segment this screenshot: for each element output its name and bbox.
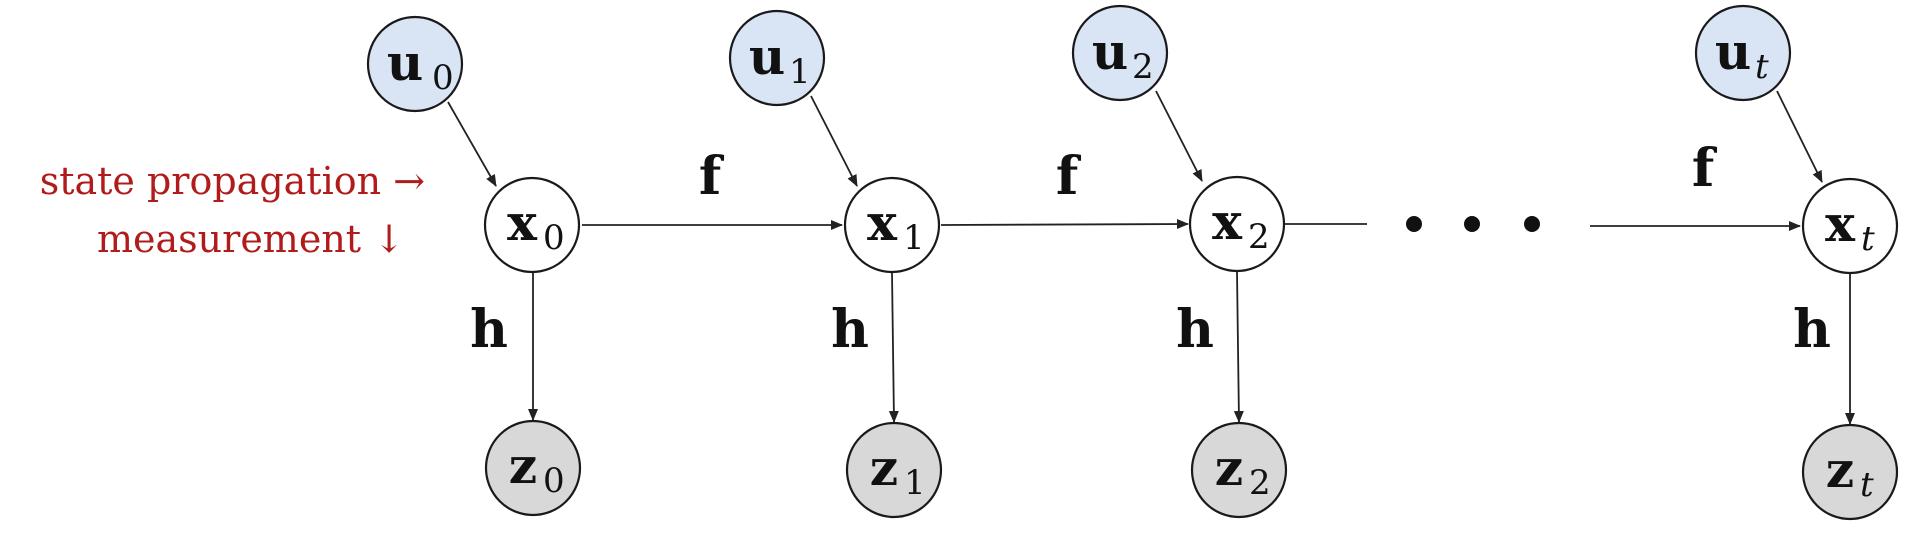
svg-text:x: x: [1212, 192, 1243, 251]
measurement-node-1: z 1: [845, 421, 943, 519]
svg-text:0: 0: [543, 461, 565, 501]
control-node-t: u t: [1694, 4, 1792, 102]
svg-text:x: x: [507, 193, 538, 252]
measurement-node-2: z 2: [1190, 421, 1288, 519]
edge-x1-z1: [888, 272, 899, 423]
state-node-2: x 2: [1188, 175, 1286, 273]
edge-x2-z2: [1233, 271, 1244, 423]
legend-measurement: measurement ↓: [97, 217, 405, 261]
svg-text:2: 2: [1132, 47, 1154, 87]
svg-text:z: z: [1826, 440, 1854, 499]
edge-u1-x1: [810, 95, 858, 187]
edge-label-f-2: f: [1056, 146, 1082, 207]
state-node-1: x 1: [843, 176, 941, 274]
control-node-2: u 2: [1071, 4, 1169, 102]
svg-text:u: u: [749, 27, 785, 86]
edge-label-h-2: h: [831, 299, 869, 360]
svg-text:z: z: [509, 436, 537, 495]
edge-label-f-3: f: [1692, 138, 1718, 199]
edge-label-h-1: h: [470, 299, 508, 360]
svg-text:u: u: [1715, 22, 1751, 81]
svg-text:2: 2: [1249, 463, 1271, 503]
measurement-node-t: z t: [1801, 423, 1899, 521]
control-node-0: u 0: [366, 15, 464, 113]
svg-text:t: t: [1860, 465, 1874, 505]
svg-text:u: u: [387, 33, 423, 92]
svg-text:1: 1: [903, 218, 925, 258]
svg-text:t: t: [1861, 219, 1875, 259]
ellipsis-dot-3: [1524, 216, 1540, 232]
svg-text:0: 0: [432, 58, 454, 98]
edge-x1-x2: [940, 219, 1189, 230]
edge-ut-xt: [1776, 90, 1823, 183]
svg-text:z: z: [870, 438, 898, 497]
edge-u2-x2: [1155, 90, 1203, 182]
edge-label-f-1: f: [699, 146, 725, 207]
legend-state-propagation: state propagation →: [40, 159, 425, 203]
state-node-0: x 0: [483, 176, 581, 274]
svg-text:x: x: [1825, 194, 1856, 253]
svg-text:0: 0: [543, 218, 565, 258]
svg-text:u: u: [1092, 22, 1128, 81]
control-node-1: u 1: [728, 9, 826, 107]
svg-text:2: 2: [1248, 217, 1270, 257]
svg-text:x: x: [867, 193, 898, 252]
svg-text:1: 1: [904, 463, 926, 503]
svg-text:z: z: [1215, 438, 1243, 497]
edge-u0-x0: [447, 101, 497, 187]
svg-text:t: t: [1755, 47, 1769, 87]
measurement-node-0: z 0: [484, 419, 582, 517]
state-node-t: x t: [1801, 177, 1899, 275]
svg-text:1: 1: [789, 52, 811, 92]
edge-label-h-3: h: [1176, 299, 1214, 360]
ellipsis-dot-1: [1406, 216, 1422, 232]
ellipsis-dot-2: [1464, 216, 1480, 232]
edge-label-h-4: h: [1793, 299, 1831, 360]
